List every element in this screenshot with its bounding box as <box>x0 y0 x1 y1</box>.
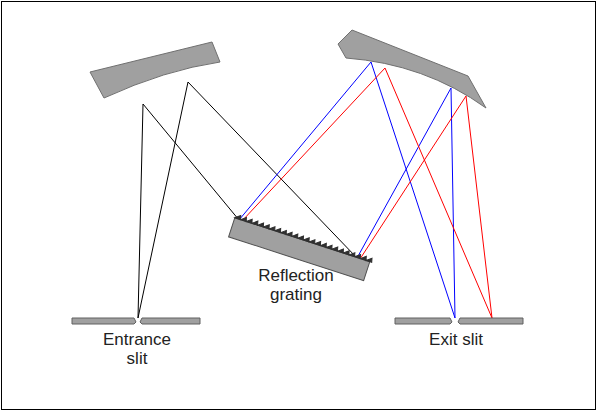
exit-slit <box>395 318 523 324</box>
red-rays <box>242 68 492 318</box>
part-label: Reflection grating <box>248 266 344 304</box>
focusing-mirror <box>338 30 486 108</box>
part-label: Exit slit <box>421 330 491 349</box>
part-label: Entrance slit <box>95 330 179 368</box>
blue-rays <box>239 62 455 318</box>
entrance-slit <box>72 318 200 324</box>
collimating-mirror <box>90 42 220 98</box>
